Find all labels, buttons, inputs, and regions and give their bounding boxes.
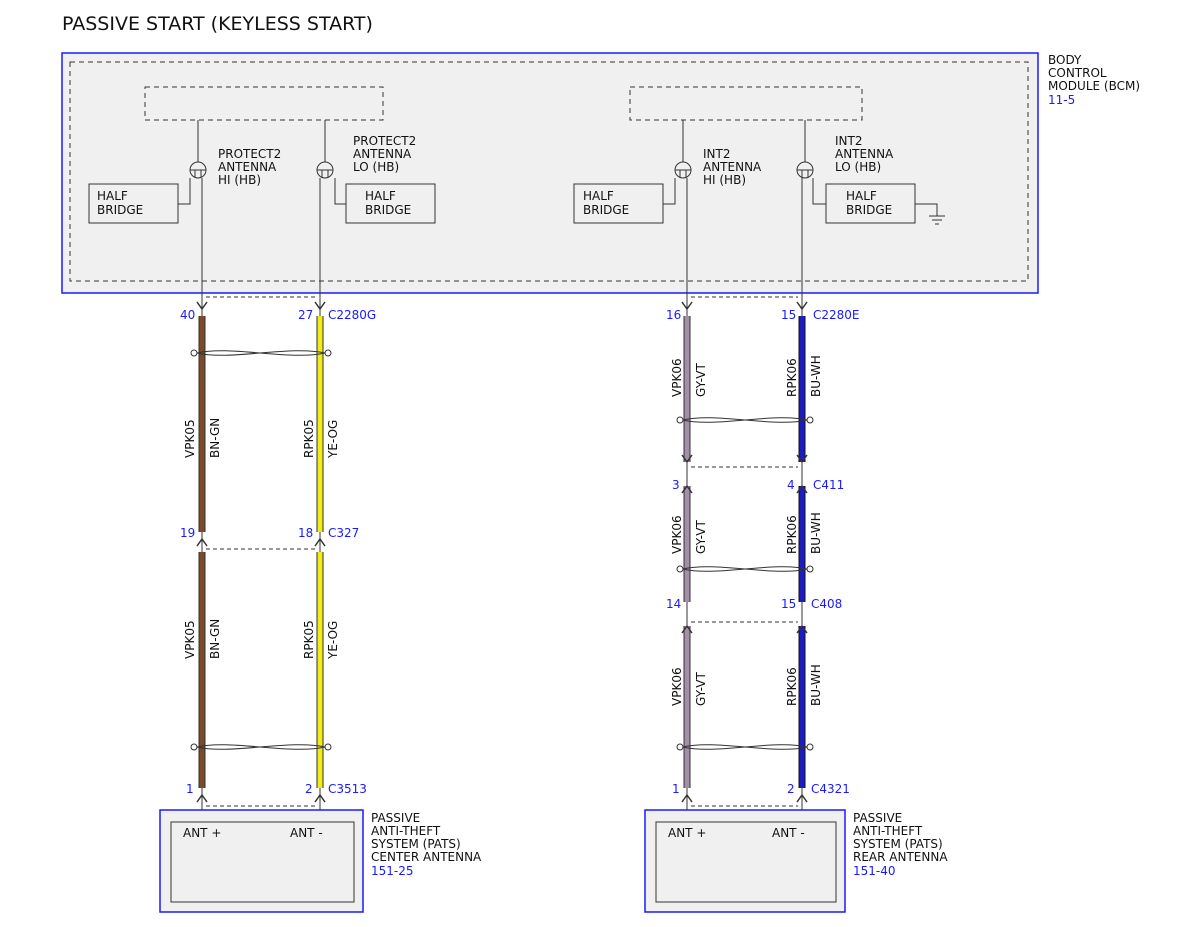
wire-circuit-label: VPK06: [670, 358, 684, 397]
wire-color-label: GY-VT: [694, 672, 708, 706]
wire-circuit-label: VPK05: [183, 620, 197, 659]
wire-color-label: BN-GN: [208, 418, 222, 458]
wire-color-label: YE-OG: [326, 420, 340, 459]
hb1-link: [178, 178, 191, 205]
wire-color-label: GY-VT: [694, 520, 708, 554]
wire-color-label: GY-VT: [694, 363, 708, 397]
wire-circuit-label: RPK06: [785, 515, 799, 554]
pats-center-label: PASSIVE ANTI-THEFT SYSTEM (PATS) CENTER …: [371, 811, 482, 864]
wire-circuit-label: RPK06: [785, 667, 799, 706]
twist-marks-left: [190, 349, 332, 751]
pin-symbol-icon-4: [796, 161, 814, 179]
pin-number: 2: [787, 782, 795, 796]
pin-number: 18: [298, 526, 313, 540]
hb3-link: [663, 178, 676, 205]
wire-color-label: BU-WH: [809, 512, 823, 554]
bcm-module-box: [61, 52, 1039, 294]
ant-minus-label: ANT -: [290, 826, 323, 840]
wire-color-label: BU-WH: [809, 355, 823, 397]
pin-number: 2: [305, 782, 313, 796]
connector-c327: C327: [328, 526, 359, 540]
wire-circuit-label: VPK05: [183, 419, 197, 458]
bcm-sub-dashed-left: [144, 86, 384, 121]
connector-c408: C408: [811, 597, 842, 611]
wire-circuit-label: RPK05: [302, 419, 316, 458]
pats-rear-antenna: ANT + ANT -: [644, 809, 846, 913]
connector-c3513: C3513: [328, 782, 367, 796]
wire-circuit-label: RPK06: [785, 358, 799, 397]
wire-circuit-label: VPK06: [670, 515, 684, 554]
pats-rear-label: PASSIVE ANTI-THEFT SYSTEM (PATS) REAR AN…: [853, 811, 948, 864]
pin-number: 4: [787, 478, 795, 492]
pin-symbol-icon-3: [674, 161, 692, 179]
wire-circuit-label: RPK05: [302, 620, 316, 659]
pats-center-ref: 151-25: [371, 864, 414, 878]
diagram-title: PASSIVE START (KEYLESS START): [62, 13, 373, 35]
hb2-link: [334, 178, 346, 205]
ant-plus-label: ANT +: [668, 826, 706, 840]
pin-number: 15: [781, 308, 796, 322]
pin-number: 16: [666, 308, 681, 322]
pin-number: 1: [672, 782, 680, 796]
pin-number: 19: [180, 526, 195, 540]
connector-c411: C411: [813, 478, 844, 492]
pin-number: 14: [666, 597, 681, 611]
connector-c4321: C4321: [811, 782, 850, 796]
pin-number: 15: [781, 597, 796, 611]
ant-plus-label: ANT +: [183, 826, 221, 840]
pin-number: 3: [672, 478, 680, 492]
bcm-inner-dashed: [69, 61, 1029, 282]
connector-c2280e: C2280E: [813, 308, 860, 322]
ant-minus-label: ANT -: [772, 826, 805, 840]
wire-color-label: YE-OG: [326, 621, 340, 660]
bcm-label: BODY CONTROL MODULE (BCM): [1048, 53, 1140, 93]
wire-color-label: BU-WH: [809, 664, 823, 706]
connector-c2280g: C2280G: [328, 308, 376, 322]
wire-color-label: BN-GN: [208, 619, 222, 659]
bcm-sub-dashed-right: [629, 86, 863, 121]
pin-number: 27: [298, 308, 313, 322]
wire-circuit-label: VPK06: [670, 667, 684, 706]
twist-marks-right: [676, 416, 814, 751]
pats-rear-ref: 151-40: [853, 864, 896, 878]
pin-symbol-icon-1: [189, 161, 207, 179]
pin-number: 1: [186, 782, 194, 796]
ground-icon: [915, 203, 945, 225]
pin-symbol-icon-2: [316, 161, 334, 179]
bcm-ref: 11-5: [1048, 93, 1075, 107]
pats-center-antenna: ANT + ANT -: [159, 809, 364, 913]
hb4-link: [812, 178, 826, 205]
pin-number: 40: [180, 308, 195, 322]
